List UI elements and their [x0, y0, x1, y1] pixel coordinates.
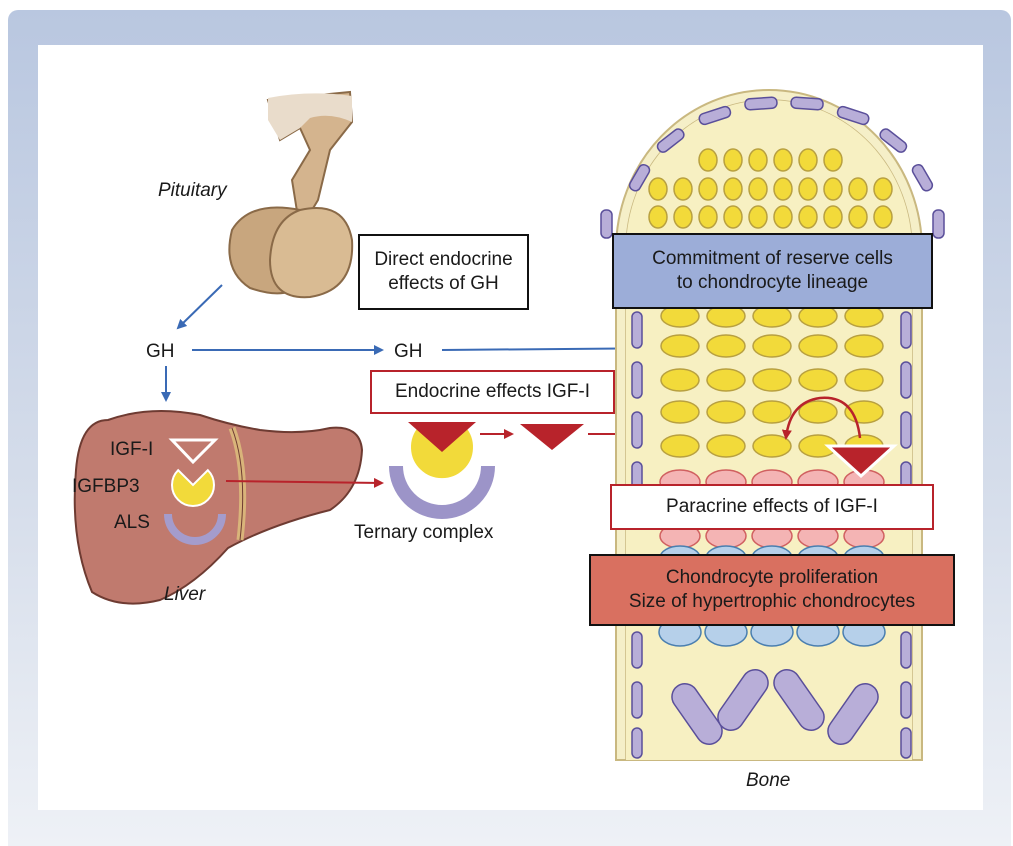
liver-label: Liver	[164, 584, 206, 605]
ternary-als-arc-icon	[389, 465, 495, 519]
commitment-box: Commitment of reserve cells to chondrocy…	[612, 233, 933, 309]
proliferation-line1: Chondrocyte proliferation	[665, 567, 879, 588]
liver-to-ternary-arrow	[225, 477, 384, 488]
als-label: ALS	[114, 512, 150, 533]
pituitary-to-gh-arrow	[176, 284, 223, 330]
ternary-igf1-triangle-icon	[408, 422, 476, 452]
ternary-igfbp3-icon	[409, 424, 475, 481]
pituitary-label: Pituitary	[158, 180, 228, 201]
ternary-complex-label: Ternary complex	[354, 522, 494, 543]
igfbp3-label: IGFBP3	[72, 476, 140, 497]
direct-endocrine-line2: effects of GH	[388, 273, 499, 294]
free-igf1-triangle-icon	[520, 424, 584, 450]
endocrine-igf1-box: Endocrine effects IGF-I	[370, 370, 615, 414]
paracrine-box: Paracrine effects of IGF-I	[610, 484, 934, 530]
bone-illustration	[600, 89, 945, 761]
igf1-triangle-icon	[168, 438, 219, 465]
proliferation-line2: Size of hypertrophic chondrocytes	[628, 591, 916, 612]
bone-label: Bone	[746, 770, 790, 791]
igf1-label: IGF-I	[110, 439, 153, 460]
direct-endocrine-line1: Direct endocrine	[374, 249, 513, 270]
commitment-line2: to chondrocyte lineage	[676, 272, 869, 293]
gh-label-middle: GH	[394, 341, 423, 362]
endocrine-igf1-text: Endocrine effects IGF-I	[394, 381, 590, 402]
direct-endocrine-box: Direct endocrine effects of GH	[358, 234, 529, 310]
commitment-line1: Commitment of reserve cells	[652, 248, 893, 269]
liver-illustration	[73, 410, 364, 605]
proliferation-box: Chondrocyte proliferation Size of hypert…	[589, 554, 955, 626]
igfbp3-pacman-icon	[171, 468, 215, 507]
pituitary-gland	[228, 90, 354, 299]
gh-label-left: GH	[146, 341, 175, 362]
paracrine-text: Paracrine effects of IGF-I	[666, 496, 878, 517]
als-arc-icon	[164, 513, 226, 545]
